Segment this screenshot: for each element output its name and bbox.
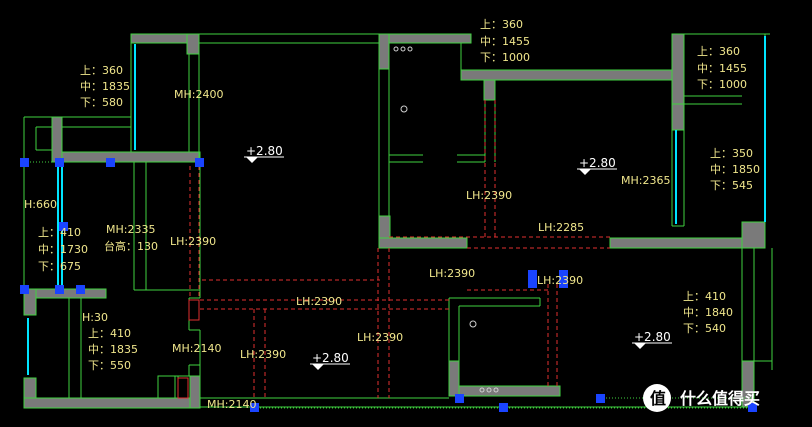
wall xyxy=(671,103,685,131)
grip-marker xyxy=(195,158,204,167)
watermark-text: 值什么值得买 xyxy=(650,389,760,408)
lh-label: LH:2390 xyxy=(296,295,342,308)
lh-label: LH:2390 xyxy=(357,331,403,344)
svg-text:上：360: 上：360 xyxy=(80,64,123,77)
windows xyxy=(27,36,766,375)
elevation-marker: +2.80 xyxy=(310,351,350,370)
elevation-text: +2.80 xyxy=(246,144,283,158)
svg-text:下：540: 下：540 xyxy=(683,322,726,335)
elevation-marker: +2.80 xyxy=(577,156,617,175)
svg-text:上：360: 上：360 xyxy=(480,18,523,31)
wall xyxy=(378,33,472,44)
grip-marker xyxy=(20,158,29,167)
wall xyxy=(378,237,468,249)
fixture-circles xyxy=(393,46,499,393)
svg-text:下：580: 下：580 xyxy=(80,96,123,109)
wall xyxy=(51,151,201,163)
grip-marker xyxy=(250,403,259,412)
elevation-text: +2.80 xyxy=(634,330,671,344)
grip-marker xyxy=(55,158,64,167)
svg-text:中：1840: 中：1840 xyxy=(683,306,733,319)
svg-text:下：675: 下：675 xyxy=(38,260,81,273)
wall xyxy=(189,375,201,409)
svg-text:中：1835: 中：1835 xyxy=(80,80,130,93)
outline-lines xyxy=(23,33,773,408)
counter-height-label: 台高：130 xyxy=(104,239,158,253)
svg-text:上：410: 上：410 xyxy=(88,327,131,340)
h-label: H:660 xyxy=(24,198,57,211)
lh-label: LH:2390 xyxy=(170,235,216,248)
window-tags: 上：360 中：1835 下：580 上：360 中：1455 下：1000 上… xyxy=(38,18,760,372)
svg-text:下：1000: 下：1000 xyxy=(697,78,747,91)
wall xyxy=(483,79,496,101)
svg-text:中：1850: 中：1850 xyxy=(710,163,760,176)
wall xyxy=(23,397,200,409)
window-tag: 上：360 中：1835 下：580 xyxy=(80,64,130,109)
svg-text:上：410: 上：410 xyxy=(683,290,726,303)
svg-text:下：1000: 下：1000 xyxy=(480,51,530,64)
mh-label: MH:2140 xyxy=(172,342,221,355)
grip-marker xyxy=(106,158,115,167)
lh-label: LH:2285 xyxy=(538,221,584,234)
column-markers xyxy=(177,299,200,399)
grip-marker xyxy=(499,403,508,412)
wall xyxy=(378,33,390,70)
grip-marker xyxy=(748,403,757,412)
grip-marker xyxy=(559,270,568,288)
svg-text:下：550: 下：550 xyxy=(88,359,131,372)
mh-label: MH:2140 xyxy=(207,398,256,411)
grip-marker xyxy=(20,285,29,294)
grip-marker xyxy=(76,285,85,294)
grip-marker xyxy=(596,394,605,403)
window-tag: 上：410 中：1730 下：675 xyxy=(38,226,88,273)
window-tag: 上：350 中：1850 下：545 xyxy=(710,147,760,192)
mh-label: MH:2400 xyxy=(174,88,223,101)
h-label: H:30 xyxy=(82,311,108,324)
wall xyxy=(460,69,685,81)
walls xyxy=(23,33,766,409)
svg-text:下：545: 下：545 xyxy=(710,179,753,192)
lh-label: LH:2390 xyxy=(240,348,286,361)
window-tag: 上：410 中：1835 下：550 xyxy=(88,327,138,372)
wall xyxy=(671,33,685,105)
svg-text:中：1835: 中：1835 xyxy=(88,343,138,356)
lh-label: LH:2390 xyxy=(537,274,583,287)
beam-labels: LH:2390 LH:2390 LH:2285 LH:2390 LH:2390 … xyxy=(170,189,584,361)
elevation-markers: +2.80 +2.80 +2.80 +2.80 xyxy=(244,144,672,370)
wall xyxy=(448,385,561,397)
lh-label: LH:2390 xyxy=(429,267,475,280)
grip-marker xyxy=(59,222,68,231)
grip-marker xyxy=(528,270,537,288)
svg-text:中：1730: 中：1730 xyxy=(38,243,88,256)
grip-markers xyxy=(20,158,757,412)
wall xyxy=(448,360,460,397)
window-tag: 上：360 中：1455 下：1000 xyxy=(480,18,530,64)
wall xyxy=(186,33,200,55)
elevation-text: +2.80 xyxy=(579,156,616,170)
window-tag: 上：360 中：1455 下：1000 xyxy=(697,45,747,91)
svg-text:上：410: 上：410 xyxy=(38,226,81,239)
watermark: 值什么值得买 xyxy=(643,384,760,412)
svg-text:上：350: 上：350 xyxy=(710,147,753,160)
elevation-marker: +2.80 xyxy=(244,144,284,163)
window-tag: 上：410 中：1840 下：540 xyxy=(683,290,733,335)
mh-label: MH:2335 xyxy=(106,223,155,236)
wall xyxy=(741,221,766,249)
beam-lines xyxy=(189,100,610,398)
mh-label: MH:2365 xyxy=(621,174,670,187)
wall xyxy=(51,116,63,163)
elevation-text: +2.80 xyxy=(312,351,349,365)
grip-marker xyxy=(55,285,64,294)
svg-text:中：1455: 中：1455 xyxy=(480,35,530,48)
lh-label: LH:2390 xyxy=(466,189,512,202)
svg-text:中：1455: 中：1455 xyxy=(697,62,747,75)
svg-text:上：360: 上：360 xyxy=(697,45,740,58)
elevation-marker: +2.80 xyxy=(632,330,672,349)
grip-marker xyxy=(455,394,464,403)
dim-lines xyxy=(24,161,752,409)
height-labels: MH:2400 MH:2365 MH:2335 台高：130 MH:2140 M… xyxy=(24,88,670,411)
